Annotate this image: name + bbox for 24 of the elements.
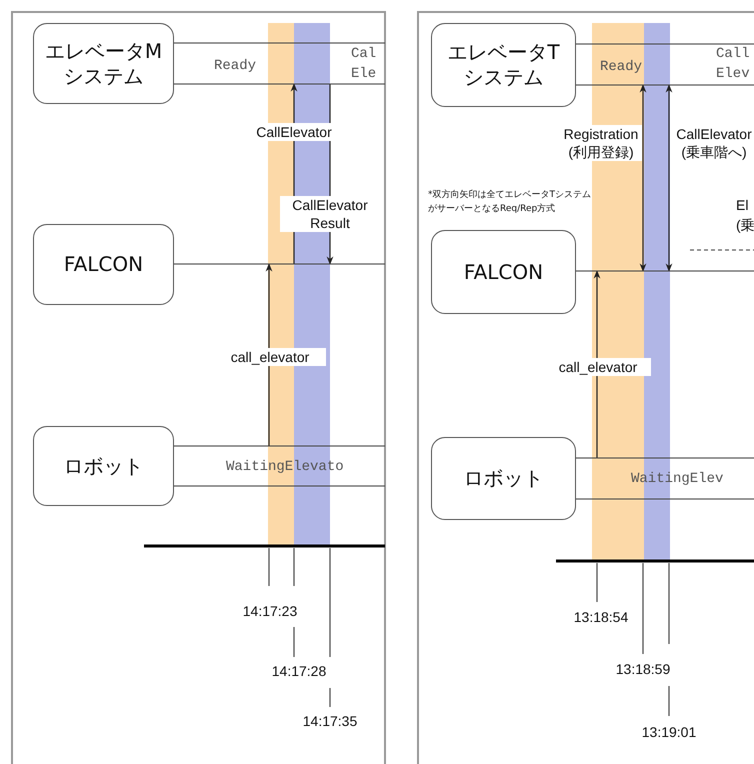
arrow <box>594 270 600 458</box>
state-text: Ready <box>214 57 258 76</box>
system-box: エレベータM システム <box>33 23 174 104</box>
timestamp: 13:18:59 <box>614 661 672 677</box>
arrow <box>666 84 672 272</box>
timestamp: 13:19:01 <box>640 724 698 740</box>
system-box: ロボット <box>431 437 576 520</box>
arrow <box>266 263 272 446</box>
system-box: ロボット <box>33 426 174 506</box>
system-box: FALCON <box>33 224 174 305</box>
system-box: FALCON <box>431 230 576 314</box>
state-text: Cal Ele <box>351 45 378 84</box>
system-box: エレベータT システム <box>431 23 576 107</box>
annotation-text: El (乗 <box>736 196 754 235</box>
state-text: WaitingElev <box>631 470 724 489</box>
state-text: Call Elev <box>716 45 751 84</box>
note-text: *双方向矢印は全てエレベータTシステムがサーバーとなるReq/Rep方式 <box>428 189 592 216</box>
timestamp: 14:17:35 <box>302 713 358 729</box>
timestamp: 14:17:28 <box>270 663 328 679</box>
state-text: WaitingElevato <box>226 458 345 477</box>
timestamp: 13:18:54 <box>572 609 630 625</box>
state-text: Ready <box>600 58 644 77</box>
timestamp: 14:17:23 <box>242 603 298 619</box>
arrow <box>640 84 646 272</box>
